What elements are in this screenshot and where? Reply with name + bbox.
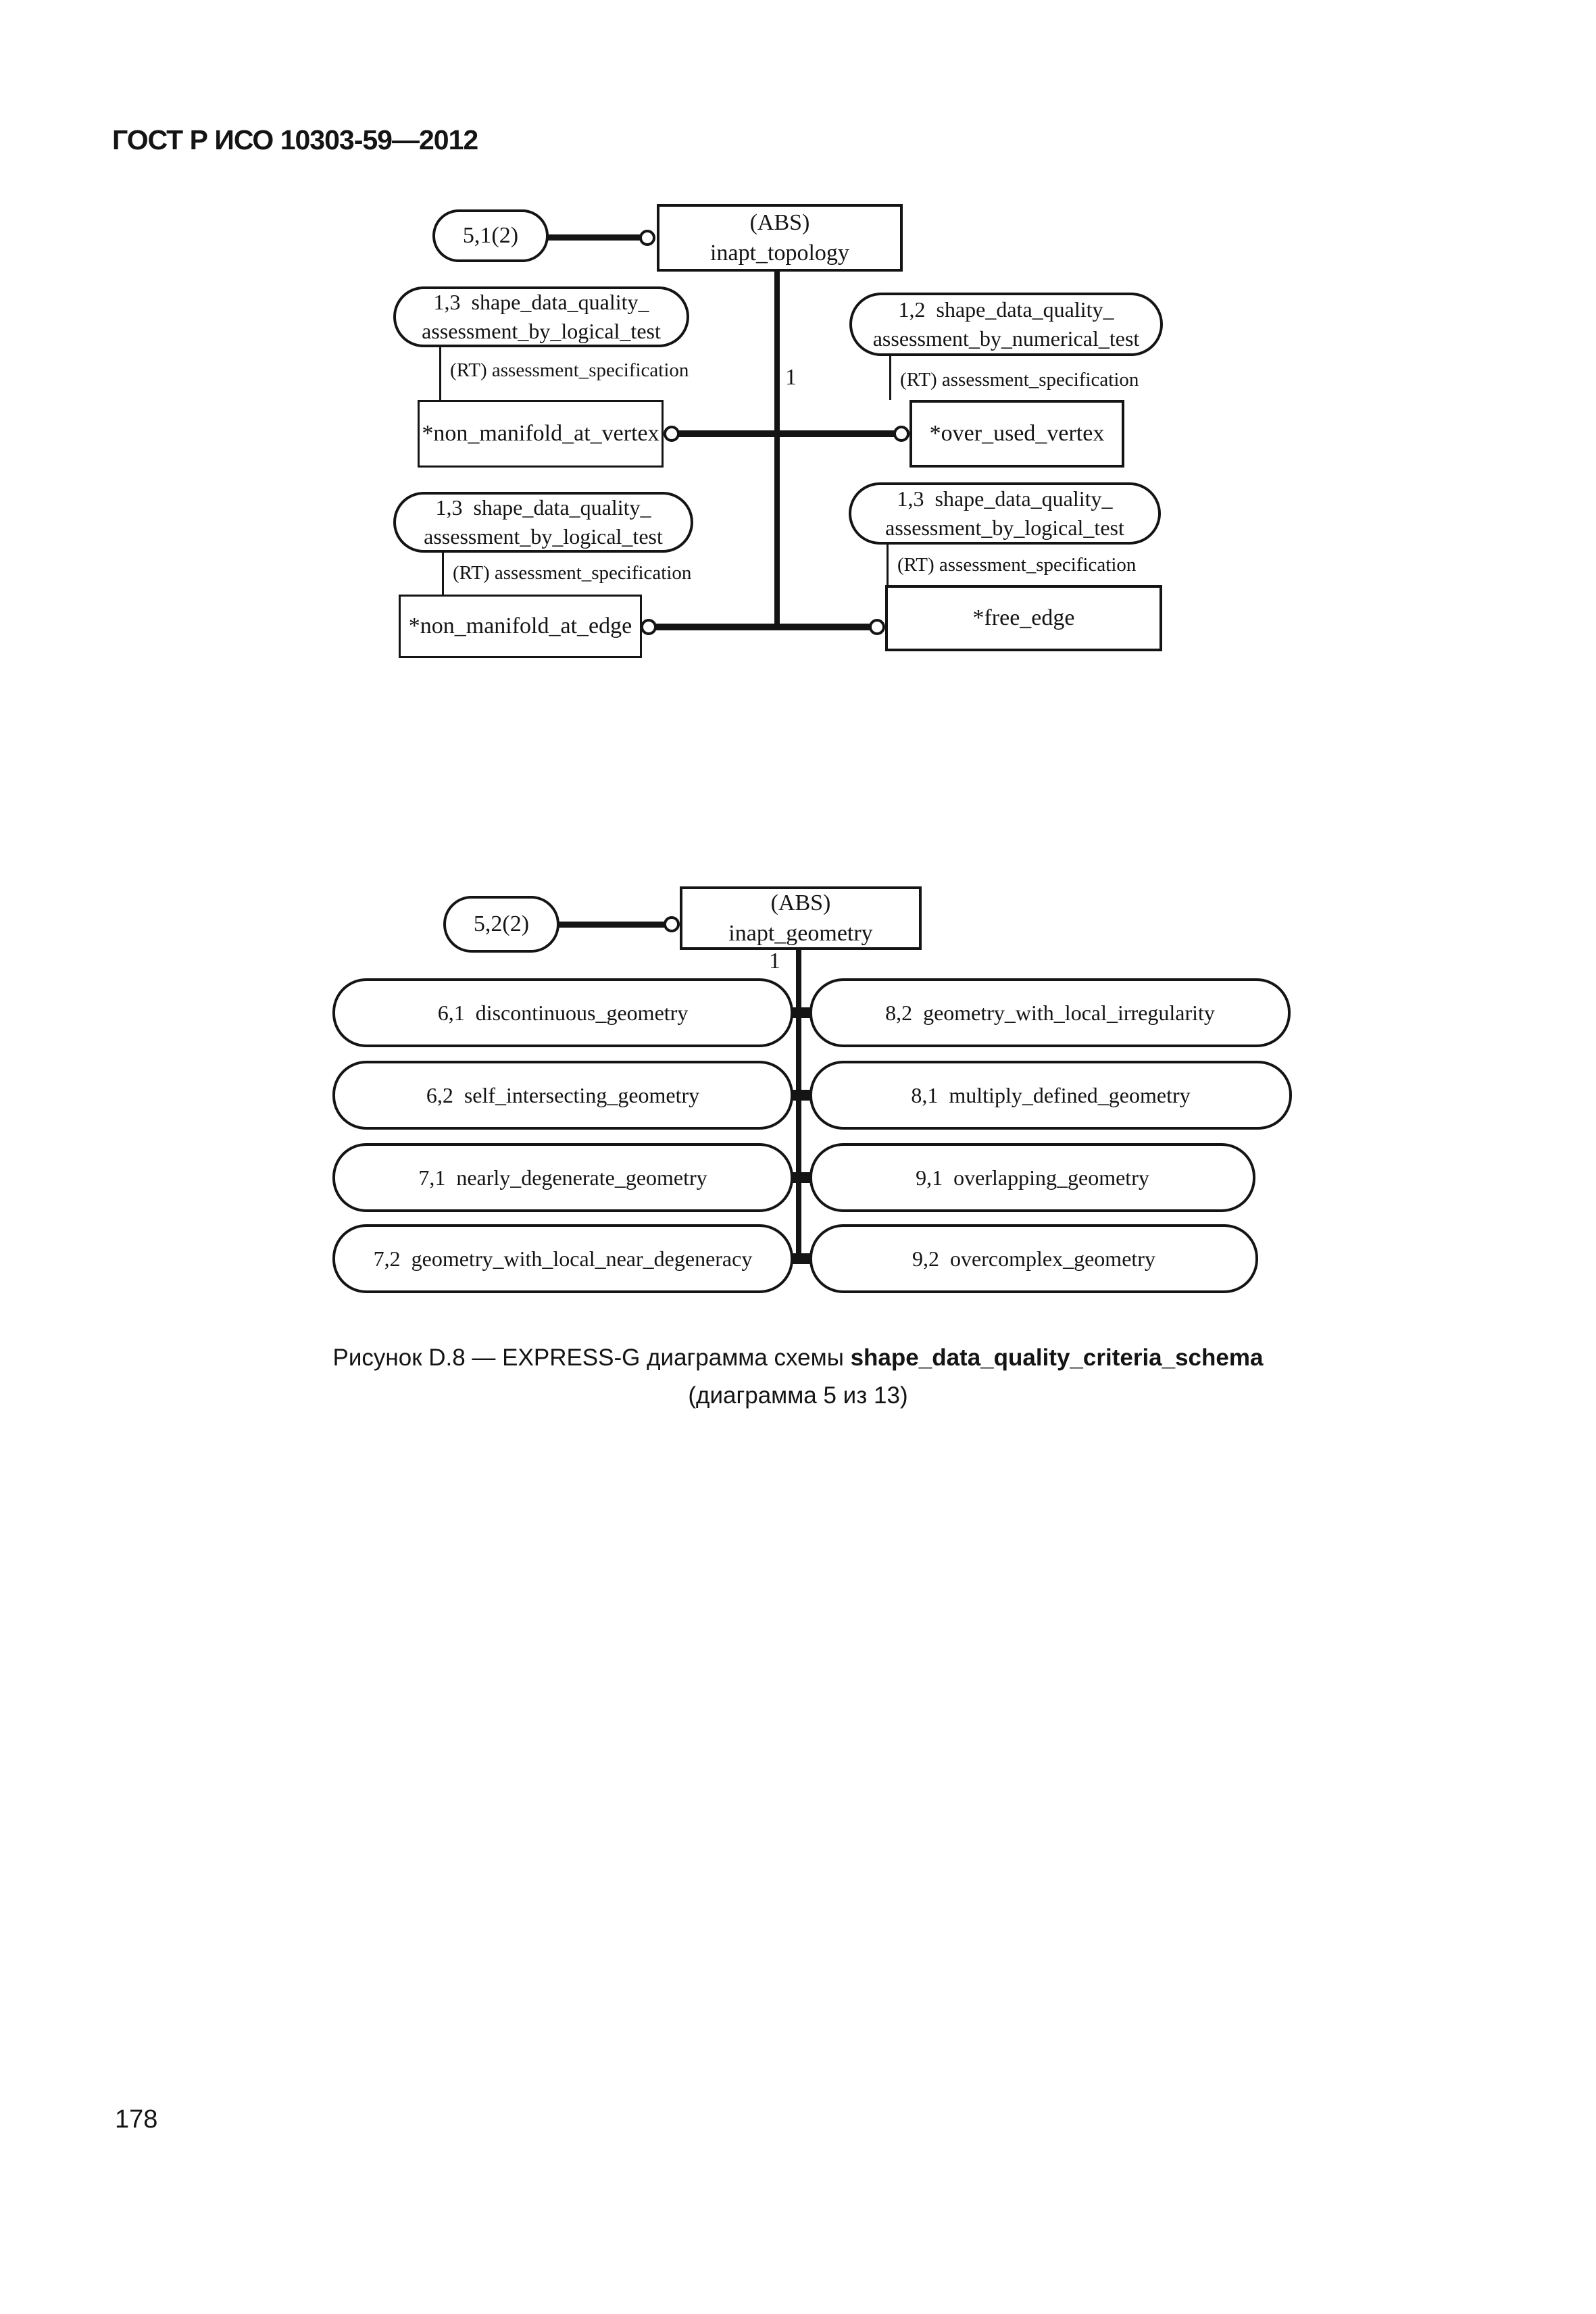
subtype-label: 9,1 overlapping_geometry bbox=[916, 1165, 1149, 1190]
supertype-line1: 1,2 shape_data_quality_ bbox=[898, 297, 1114, 322]
entity-box-non-manifold-at-vertex: *non_manifold_at_vertex bbox=[418, 400, 664, 468]
supertype-line2: assessment_by_logical_test bbox=[424, 524, 663, 549]
supertype-line2: assessment_by_logical_test bbox=[885, 515, 1124, 540]
cardinality-label: 1 bbox=[785, 365, 797, 390]
supertype-line2: assessment_by_logical_test bbox=[422, 319, 661, 343]
open-circle-connector-icon bbox=[869, 619, 885, 635]
edge-row-connector-line bbox=[655, 624, 870, 630]
subtype-label: 6,2 self_intersecting_geometry bbox=[426, 1082, 700, 1107]
rt-attribute-label: (RT) assessment_specification bbox=[453, 562, 692, 584]
subtype-label: 9,2 overcomplex_geometry bbox=[912, 1246, 1155, 1271]
subtype-label: 7,1 nearly_degenerate_geometry bbox=[418, 1165, 707, 1190]
rt-attribute-label: (RT) assessment_specification bbox=[900, 369, 1139, 391]
figure-caption-line1: Рисунок D.8 — EXPRESS-G диаграмма схемы … bbox=[0, 1339, 1596, 1377]
supertype-trunk-line bbox=[796, 950, 801, 1264]
caption-schema-name: shape_data_quality_criteria_schema bbox=[850, 1344, 1264, 1371]
open-circle-connector-icon bbox=[664, 916, 680, 932]
page-number: 178 bbox=[115, 2105, 158, 2134]
subtype-label: 8,1 multiply_defined_geometry bbox=[911, 1082, 1191, 1107]
subtype-label: 8,2 geometry_with_local_irregularity bbox=[885, 1000, 1215, 1025]
rt-attribute-label: (RT) assessment_specification bbox=[450, 359, 689, 381]
open-circle-connector-icon bbox=[893, 426, 909, 442]
open-circle-connector-icon bbox=[664, 426, 680, 442]
figure-caption-line2: (диаграмма 5 из 13) bbox=[688, 1382, 908, 1409]
subtype-bubble-geometry-with-local-irregularity: 8,2 geometry_with_local_irregularity bbox=[809, 978, 1291, 1047]
page-ref-oval-topology: 5,1(2) bbox=[432, 209, 549, 262]
attribute-line bbox=[887, 545, 889, 585]
page-ref-label: 5,1(2) bbox=[462, 223, 519, 248]
open-circle-connector-icon bbox=[641, 619, 657, 635]
abs-stereotype-label: (ABS) bbox=[749, 210, 810, 235]
page-ref-connector-line bbox=[547, 234, 641, 241]
rt-attribute-label: (RT) assessment_specification bbox=[897, 554, 1137, 576]
subtype-bubble-nearly-degenerate-geometry: 7,1 nearly_degenerate_geometry bbox=[332, 1143, 793, 1212]
attribute-line bbox=[442, 553, 444, 595]
entity-box-non-manifold-at-edge: *non_manifold_at_edge bbox=[399, 595, 642, 658]
supertype-bubble-logical-test-top-left: 1,3 shape_data_quality_ assessment_by_lo… bbox=[393, 286, 689, 347]
open-circle-connector-icon bbox=[639, 230, 655, 246]
abs-stereotype-label: (ABS) bbox=[770, 890, 831, 915]
entity-name-label: inapt_geometry bbox=[728, 921, 873, 946]
page-header: ГОСТ Р ИСО 10303-59—2012 bbox=[112, 124, 478, 155]
cardinality-label: 1 bbox=[769, 949, 780, 974]
subtype-bubble-discontinuous-geometry: 6,1 discontinuous_geometry bbox=[332, 978, 793, 1047]
root-entity-box-geometry: (ABS) inapt_geometry bbox=[680, 886, 922, 950]
subtype-bubble-multiply-defined-geometry: 8,1 multiply_defined_geometry bbox=[809, 1061, 1292, 1130]
supertype-bubble-numerical-test-top-right: 1,2 shape_data_quality_ assessment_by_nu… bbox=[849, 293, 1163, 356]
supertype-line2: assessment_by_numerical_test bbox=[872, 326, 1140, 351]
subtype-bubble-overcomplex-geometry: 9,2 overcomplex_geometry bbox=[809, 1224, 1258, 1293]
attribute-line bbox=[439, 347, 441, 400]
supertype-trunk-line bbox=[774, 272, 780, 628]
subtype-bubble-overlapping-geometry: 9,1 overlapping_geometry bbox=[809, 1143, 1255, 1212]
supertype-bubble-logical-test-bottom-right: 1,3 shape_data_quality_ assessment_by_lo… bbox=[849, 482, 1161, 545]
attribute-line bbox=[889, 356, 891, 400]
entity-label: *non_manifold_at_edge bbox=[408, 613, 632, 638]
entity-name-label: inapt_topology bbox=[710, 241, 849, 266]
supertype-line1: 1,3 shape_data_quality_ bbox=[433, 290, 649, 314]
supertype-bubble-logical-test-bottom-left: 1,3 shape_data_quality_ assessment_by_lo… bbox=[393, 492, 693, 553]
page-ref-label: 5,2(2) bbox=[473, 911, 530, 936]
root-entity-box-topology: (ABS) inapt_topology bbox=[657, 204, 903, 272]
entity-box-over-used-vertex: *over_used_vertex bbox=[909, 400, 1124, 468]
entity-box-free-edge: *free_edge bbox=[885, 585, 1162, 651]
vertex-row-connector-line bbox=[678, 430, 895, 437]
entity-label: *non_manifold_at_vertex bbox=[422, 421, 659, 446]
page-ref-connector-line bbox=[558, 922, 665, 928]
subtype-bubble-self-intersecting-geometry: 6,2 self_intersecting_geometry bbox=[332, 1061, 793, 1130]
subtype-label: 7,2 geometry_with_local_near_degeneracy bbox=[373, 1246, 753, 1271]
page-ref-oval-geometry: 5,2(2) bbox=[443, 896, 559, 953]
supertype-line1: 1,3 shape_data_quality_ bbox=[435, 495, 651, 520]
subtype-label: 6,1 discontinuous_geometry bbox=[437, 1000, 689, 1025]
supertype-line1: 1,3 shape_data_quality_ bbox=[897, 486, 1113, 511]
entity-label: *free_edge bbox=[972, 605, 1075, 630]
subtype-bubble-geometry-with-local-near-degeneracy: 7,2 geometry_with_local_near_degeneracy bbox=[332, 1224, 793, 1293]
entity-label: *over_used_vertex bbox=[929, 421, 1105, 446]
figure-caption: Рисунок D.8 — EXPRESS-G диаграмма схемы … bbox=[0, 1339, 1596, 1415]
caption-prefix: Рисунок D.8 — EXPRESS-G диаграмма схемы bbox=[332, 1344, 851, 1371]
